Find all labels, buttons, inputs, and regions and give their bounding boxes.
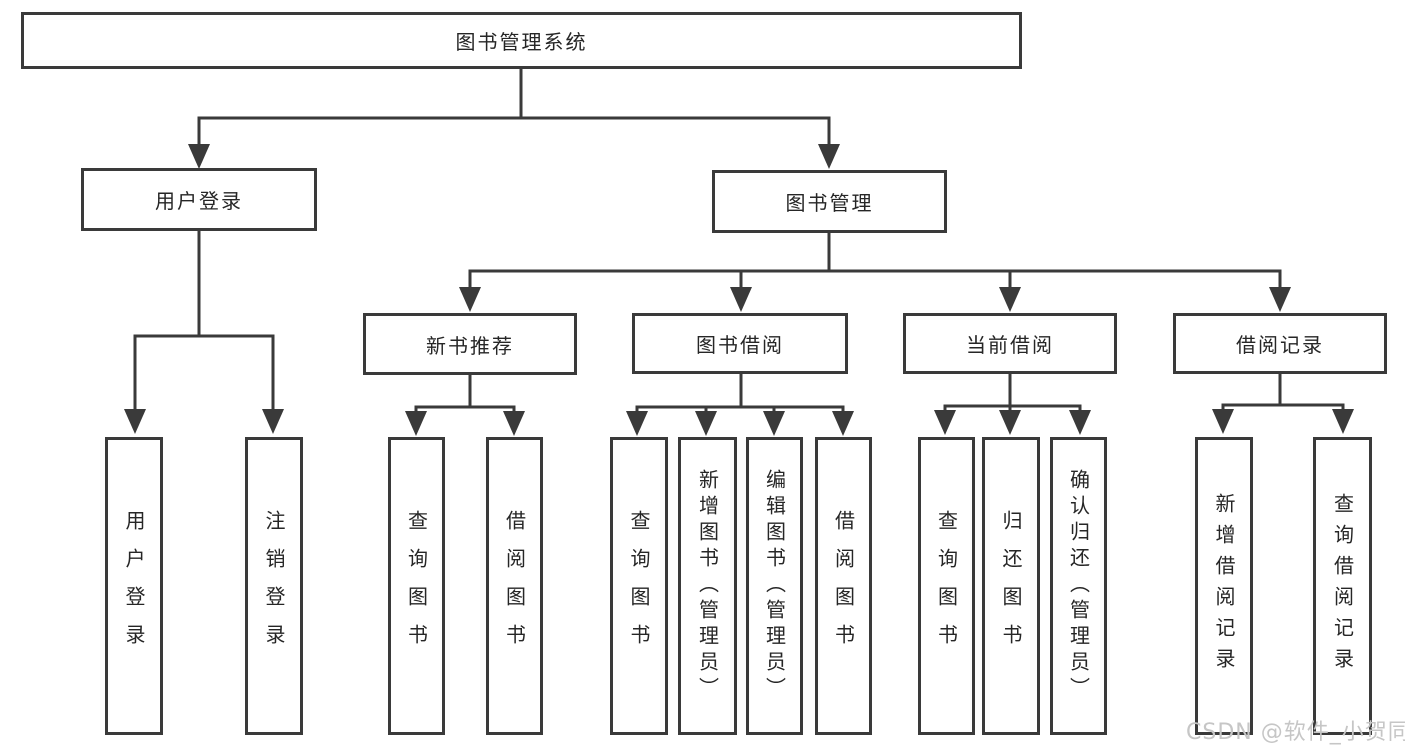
- node-user-login-label: 用户登录: [155, 189, 243, 213]
- leaf-query-books-1: 查询图书: [388, 437, 445, 735]
- leaf-borrow-books-1: 借阅图书: [486, 437, 543, 735]
- csdn-watermark: CSDN @软件_小贺同学: [1186, 720, 1405, 745]
- leaf-confirm-return-admin: 确认归还（管理员）: [1050, 437, 1107, 735]
- leaf-query-borrow-record: 查询借阅记录: [1313, 437, 1372, 735]
- leaf-user-login-label: 用户登录: [122, 510, 146, 662]
- leaf-borrow-books-2: 借阅图书: [815, 437, 872, 735]
- leaf-borrow-books-1-label: 借阅图书: [502, 510, 527, 662]
- leaf-borrow-books-2-label: 借阅图书: [831, 510, 856, 662]
- node-root-label: 图书管理系统: [455, 30, 588, 54]
- arrowheads: [124, 144, 1354, 436]
- node-borrow-records: 借阅记录: [1173, 313, 1387, 374]
- node-book-management: 图书管理: [712, 170, 947, 233]
- node-book-management-label: 图书管理: [785, 191, 874, 215]
- node-current-borrow: 当前借阅: [903, 313, 1117, 374]
- node-new-book-recommend: 新书推荐: [363, 313, 577, 375]
- leaf-edit-books-admin: 编辑图书（管理员）: [746, 437, 803, 735]
- node-book-borrow-label: 图书借阅: [696, 333, 784, 357]
- leaf-query-books-3: 查询图书: [918, 437, 975, 735]
- leaf-user-login: 用户登录: [105, 437, 163, 735]
- leaf-return-books-label: 归还图书: [999, 510, 1023, 662]
- node-new-book-recommend-label: 新书推荐: [426, 333, 514, 358]
- leaf-confirm-return-admin-label: 确认归还（管理员）: [1066, 469, 1091, 703]
- node-root: 图书管理系统: [21, 12, 1022, 69]
- leaf-logout-label: 注销登录: [262, 510, 286, 662]
- leaf-add-borrow-record: 新增借阅记录: [1195, 437, 1253, 735]
- leaf-query-books-2: 查询图书: [610, 437, 668, 735]
- leaf-query-books-1-label: 查询图书: [404, 510, 429, 662]
- leaf-logout: 注销登录: [245, 437, 303, 735]
- node-user-login: 用户登录: [81, 168, 317, 231]
- leaf-query-books-3-label: 查询图书: [934, 510, 959, 662]
- leaf-add-books-admin: 新增图书（管理员）: [678, 437, 737, 735]
- node-borrow-records-label: 借阅记录: [1236, 333, 1324, 357]
- node-current-borrow-label: 当前借阅: [966, 333, 1054, 357]
- leaf-query-borrow-record-label: 查询借阅记录: [1330, 493, 1355, 679]
- leaf-query-books-2-label: 查询图书: [627, 510, 651, 662]
- node-book-borrow: 图书借阅: [632, 313, 848, 374]
- leaf-add-borrow-record-label: 新增借阅记录: [1212, 493, 1236, 679]
- leaf-return-books: 归还图书: [982, 437, 1040, 735]
- leaf-edit-books-admin-label: 编辑图书（管理员）: [762, 469, 787, 703]
- leaf-add-books-admin-label: 新增图书（管理员）: [695, 469, 720, 703]
